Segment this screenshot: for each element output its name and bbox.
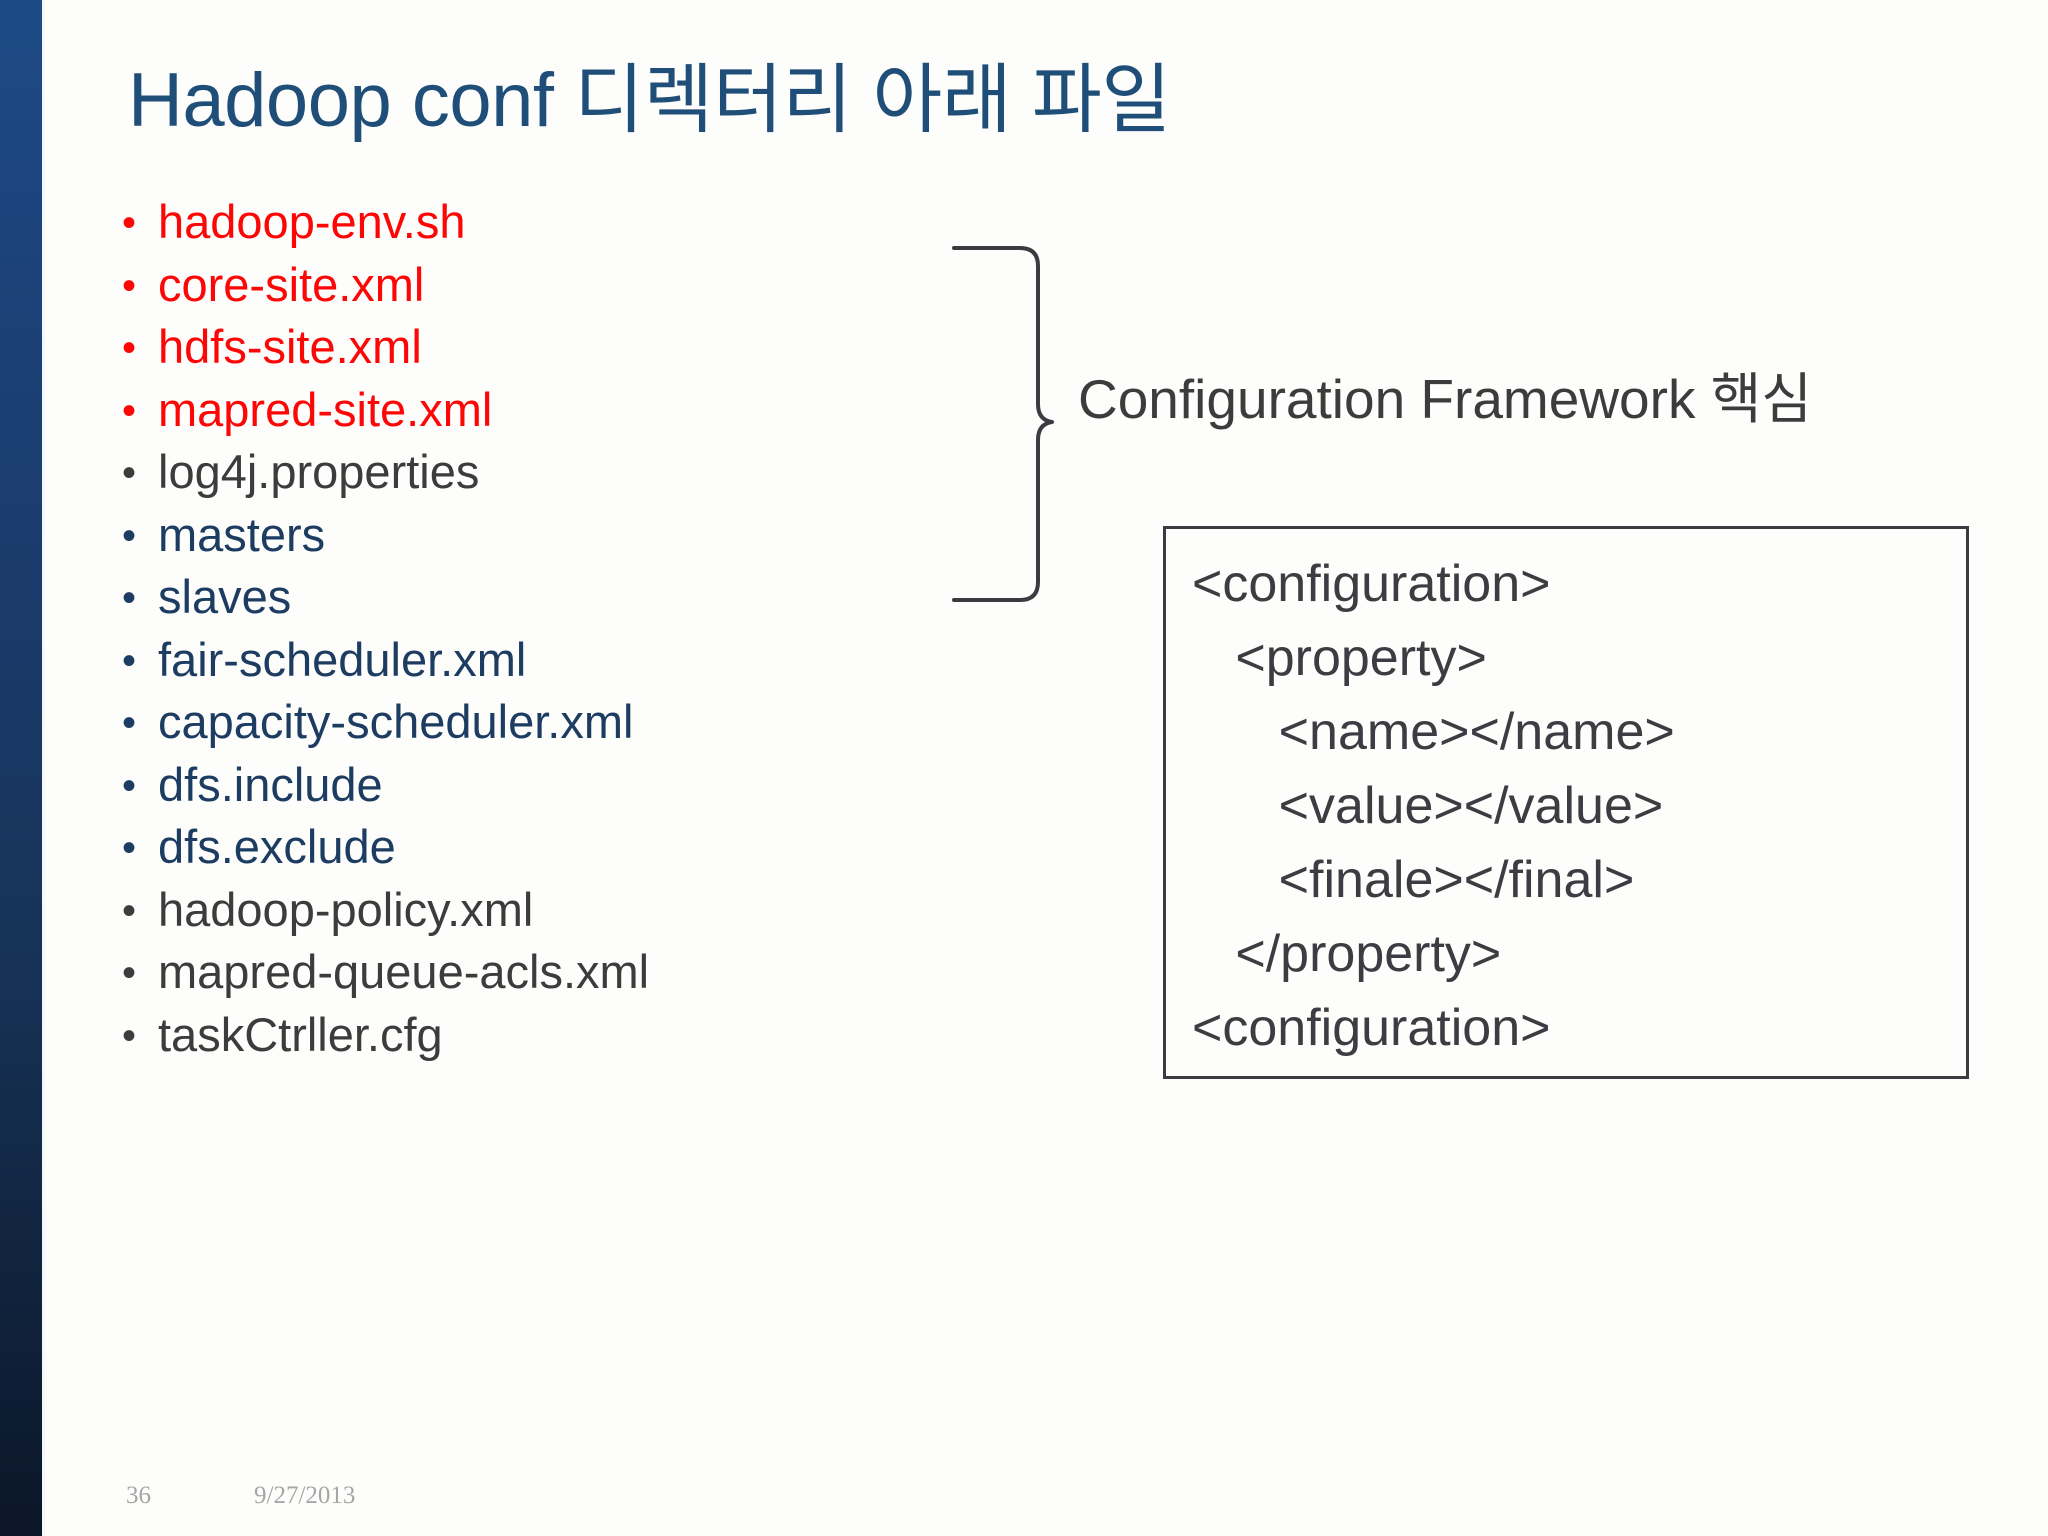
list-item-label: dfs.exclude xyxy=(158,820,396,873)
list-item: taskCtrller.cfg xyxy=(122,1011,902,1074)
list-item-label: mapred-queue-acls.xml xyxy=(158,945,650,998)
list-item: mapred-site.xml xyxy=(122,386,902,449)
list-item: core-site.xml xyxy=(122,261,902,324)
footer-date: 9/27/2013 xyxy=(254,1482,356,1509)
configuration-xml-box: <configuration> <property> <name></name>… xyxy=(1163,526,1969,1079)
list-item-label: fair-scheduler.xml xyxy=(158,632,527,686)
list-item: mapred-queue-acls.xml xyxy=(122,948,902,1011)
code-line: <property> xyxy=(1192,629,1487,687)
list-item-label: capacity-scheduler.xml xyxy=(158,695,634,748)
bullet-dot-icon xyxy=(122,391,158,431)
bullet-dot-icon xyxy=(122,578,158,618)
list-item: hdfs-site.xml xyxy=(122,323,902,386)
list-item: masters xyxy=(122,511,902,574)
bullet-dot-icon xyxy=(122,641,158,681)
list-item: dfs.exclude xyxy=(122,823,902,886)
bullet-dot-icon xyxy=(122,891,158,931)
list-item: capacity-scheduler.xml xyxy=(122,698,902,761)
bullet-dot-icon xyxy=(122,516,158,556)
code-line: </property> xyxy=(1192,925,1502,983)
configuration-xml-code: <configuration> <property> <name></name>… xyxy=(1192,547,1675,1065)
list-item-label: slaves xyxy=(158,570,292,623)
accent-bar-edge-highlight xyxy=(42,0,45,1536)
list-item-label: hadoop-policy.xml xyxy=(158,882,534,936)
list-item-label: hadoop-env.sh xyxy=(158,195,466,248)
code-line: <value></value> xyxy=(1192,777,1664,835)
code-line: <name></name> xyxy=(1192,703,1675,761)
list-item: slaves xyxy=(122,573,902,636)
list-item-label: taskCtrller.cfg xyxy=(158,1007,443,1061)
code-line: <configuration> xyxy=(1192,555,1551,613)
bullet-dot-icon xyxy=(122,828,158,868)
list-item-label: hdfs-site.xml xyxy=(158,320,422,373)
list-item-label: dfs.include xyxy=(158,757,383,811)
callout-label: Configuration Framework 핵심 xyxy=(1078,368,1812,430)
list-item: log4j.properties xyxy=(122,448,902,511)
bullet-dot-icon xyxy=(122,328,158,368)
left-accent-bar xyxy=(0,0,42,1536)
list-item: fair-scheduler.xml xyxy=(122,636,902,699)
list-item-label: core-site.xml xyxy=(158,257,425,311)
bullet-dot-icon xyxy=(122,453,158,493)
list-item-label: mapred-site.xml xyxy=(158,382,493,436)
list-item-label: log4j.properties xyxy=(158,445,480,498)
curly-brace-right-icon xyxy=(948,244,1058,604)
code-line: <finale></final> xyxy=(1192,851,1635,909)
page-title: Hadoop conf 디렉터리 아래 파일 xyxy=(128,58,1171,143)
list-item: hadoop-env.sh xyxy=(122,198,902,261)
conf-file-list: hadoop-env.shcore-site.xmlhdfs-site.xmlm… xyxy=(122,198,902,1073)
bullet-dot-icon xyxy=(122,1016,158,1056)
bullet-dot-icon xyxy=(122,266,158,306)
list-item: dfs.include xyxy=(122,761,902,824)
footer-page-number: 36 xyxy=(126,1482,151,1509)
bullet-dot-icon xyxy=(122,203,158,243)
bullet-dot-icon xyxy=(122,953,158,993)
list-item: hadoop-policy.xml xyxy=(122,886,902,949)
bullet-dot-icon xyxy=(122,766,158,806)
bullet-dot-icon xyxy=(122,703,158,743)
code-line: <configuration> xyxy=(1192,999,1551,1057)
list-item-label: masters xyxy=(158,507,326,561)
